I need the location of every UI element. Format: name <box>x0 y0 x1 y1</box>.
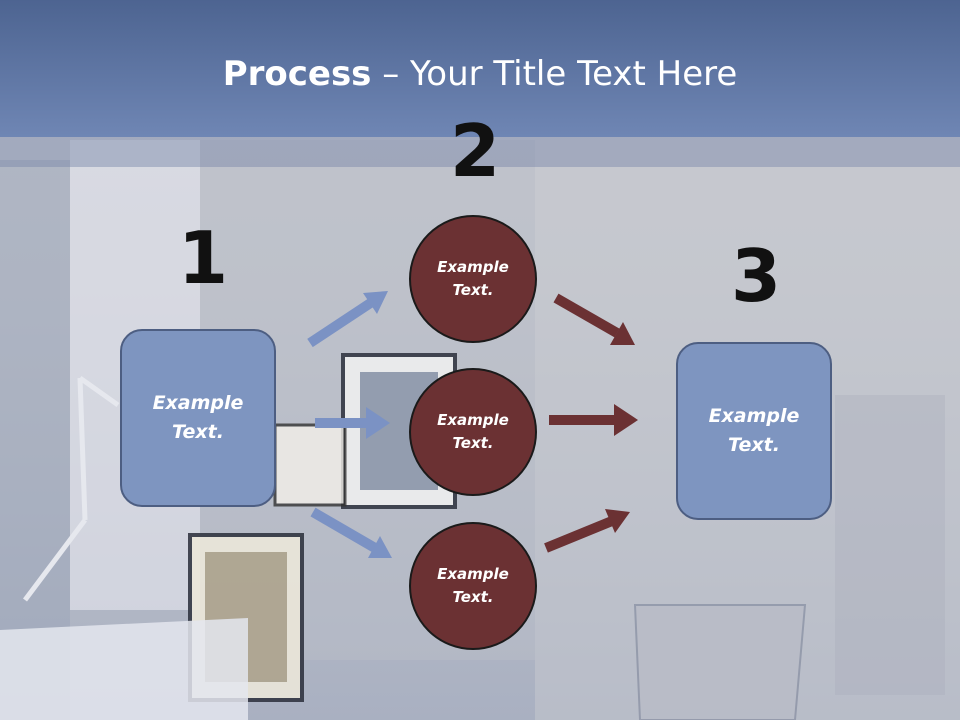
arrow-to-middle-circle <box>315 407 390 439</box>
arrow-from-bottom-circle <box>544 509 630 553</box>
arrow-from-top-circle <box>553 293 635 345</box>
circle-bottom-line-1: Example <box>437 565 509 583</box>
arrow-from-middle-circle <box>549 404 638 436</box>
step-number-1: 1 <box>178 216 229 300</box>
slide-title: Process – Your Title Text Here <box>0 52 960 96</box>
arrow-to-top-circle <box>307 291 388 348</box>
left-box-line-1: Example <box>152 392 244 414</box>
step-number-2: 2 <box>450 109 501 193</box>
title-rest: – Your Title Text Here <box>371 54 738 94</box>
right-box-line-1: Example <box>708 405 800 427</box>
circle-middle-line-1: Example <box>437 411 509 429</box>
left-box-line-2: Text. <box>172 421 224 443</box>
circle-bottom-line-2: Text. <box>452 588 494 606</box>
step-number-3: 3 <box>731 234 782 318</box>
circle-top-line-2: Text. <box>452 281 494 299</box>
title-subband <box>0 137 960 167</box>
circle-middle-line-2: Text. <box>452 434 494 452</box>
arrow-to-bottom-circle <box>310 507 392 558</box>
right-box-line-2: Text. <box>728 434 780 456</box>
title-bar <box>0 0 960 137</box>
circle-top-line-1: Example <box>437 258 509 276</box>
title-bold: Process <box>222 54 372 94</box>
